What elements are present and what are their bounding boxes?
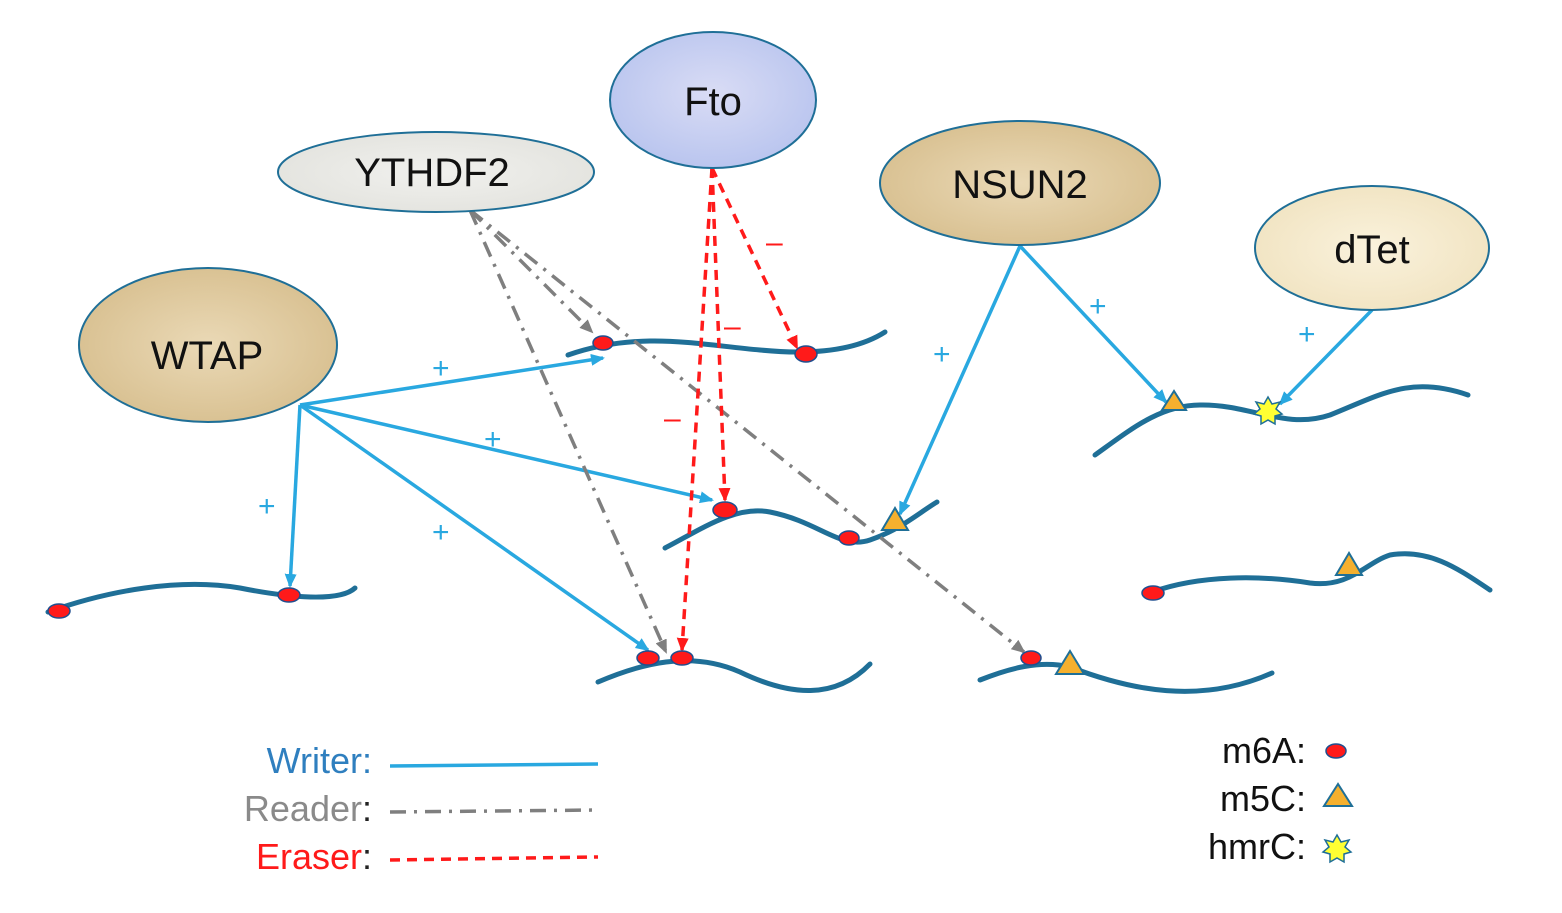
legend-m5c-mark <box>1322 782 1354 807</box>
eraser-arrow-fto-strand2 <box>710 167 731 502</box>
writer-sign-7: + <box>1298 318 1316 351</box>
reader-arrow-ythdf2-strand5 <box>468 208 1026 654</box>
legend-marks: m6A: m5C: hmrC: <box>1208 730 1354 867</box>
m6a-mark <box>794 345 818 363</box>
m6a-mark <box>712 501 738 519</box>
node-ythdf2: YTHDF2 <box>277 131 595 213</box>
reader-arrow-ythdf2-strand3 <box>468 209 668 654</box>
writer-sign-4: + <box>258 490 276 523</box>
writer-sign-5: + <box>933 338 951 371</box>
node-fto: Fto <box>609 31 817 169</box>
writer-arrow-wtap-strand4 <box>284 404 302 588</box>
node-wtap: WTAP <box>78 267 338 423</box>
legend-m5c-label: m5C: <box>1220 778 1306 819</box>
node-label: Fto <box>684 80 742 124</box>
writer-sign-2: + <box>484 423 502 456</box>
m6a-mark <box>277 587 301 603</box>
legend-hmrc-mark <box>1321 833 1353 864</box>
rna-strand-7 <box>1149 551 1493 595</box>
writer-arrow-dtet-strand6 <box>1278 308 1374 406</box>
rna-strand-6 <box>1092 384 1471 458</box>
writer-arrow-nsun2-strand6 <box>1018 244 1168 404</box>
legend-writer-label: Writer: <box>267 740 372 781</box>
m6a-mark <box>592 335 614 351</box>
legend-eraser-label: Eraser: <box>256 836 372 877</box>
legend-writer-line <box>389 762 599 768</box>
m6a-mark <box>1020 650 1042 666</box>
m6a-mark <box>838 530 860 546</box>
m5c-mark <box>1334 551 1364 576</box>
writer-arrow-wtap-strand1 <box>299 353 605 407</box>
rna-strand-1 <box>565 329 888 358</box>
m6a-mark <box>1141 585 1165 601</box>
eraser-sign-1: – <box>766 226 783 259</box>
writer-sign-6: + <box>1089 290 1107 323</box>
writer-sign-1: + <box>432 352 450 385</box>
reader-arrow-ythdf2-strand1 <box>468 208 594 334</box>
node-nsun2: NSUN2 <box>879 120 1161 246</box>
hmrc-mark <box>1252 395 1284 426</box>
writer-sign-3: + <box>432 516 450 549</box>
m6a-mark <box>47 603 71 619</box>
legend-m6a-label: m6A: <box>1222 730 1306 771</box>
m5c-mark <box>1160 389 1188 411</box>
eraser-sign-3: – <box>664 402 681 435</box>
legend-lines: Writer: Reader: Eraser: <box>244 740 599 877</box>
writer-arrow-nsun2-strand2 <box>898 245 1022 516</box>
writer-arrow-wtap-strand3 <box>298 403 650 652</box>
m5c-mark <box>880 506 910 531</box>
eraser-sign-2: – <box>724 310 741 343</box>
legend-reader-line <box>389 808 599 814</box>
legend-m6a-mark <box>1325 743 1347 759</box>
rna-strand-4 <box>45 581 358 615</box>
node-label: NSUN2 <box>952 163 1088 207</box>
node-label: YTHDF2 <box>354 151 510 195</box>
m5c-mark <box>1054 649 1086 675</box>
writer-arrow-wtap-strand2 <box>299 403 714 504</box>
rna-strand-5 <box>977 661 1275 694</box>
node-label: WTAP <box>151 334 264 378</box>
rna-strand-3 <box>595 658 873 693</box>
node-label: dTet <box>1334 228 1410 272</box>
eraser-arrow-fto-strand3 <box>676 167 714 652</box>
legend-hmrc-label: hmrC: <box>1208 826 1306 867</box>
m6a-mark <box>670 650 694 666</box>
node-dtet: dTet <box>1254 185 1490 311</box>
m6a-mark <box>636 650 660 666</box>
legend-eraser-line <box>389 855 599 862</box>
legend-reader-label: Reader: <box>244 788 372 829</box>
